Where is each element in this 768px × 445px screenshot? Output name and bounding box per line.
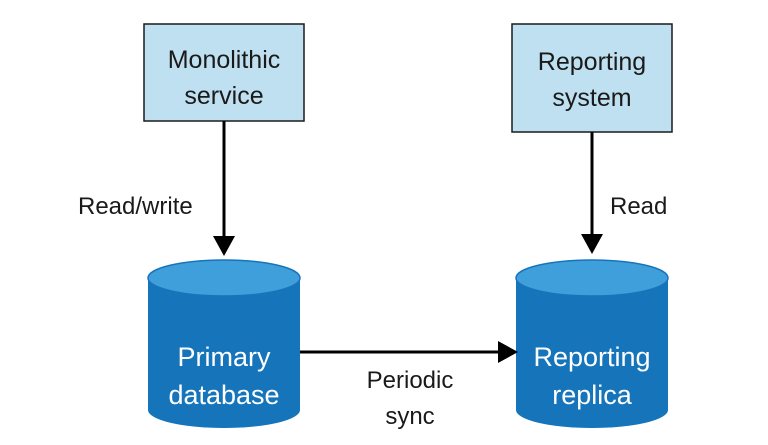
read-label: Read [610, 193, 667, 220]
periodic-sync-label-line2: sync [385, 403, 434, 430]
reporting-system-box [511, 23, 673, 133]
reporting-replica-cylinder-top [515, 259, 669, 297]
periodic-sync-label-line1: Periodic [367, 367, 454, 394]
primary-database-cylinder-top [147, 259, 301, 297]
monolithic-service-node: Monolithic service [143, 23, 305, 122]
monolithic-service-box [143, 23, 305, 122]
reporting-replica-node: Reporting replica [515, 259, 669, 428]
readwrite-arrow-head [213, 236, 235, 256]
periodic-sync-arrow [300, 341, 518, 363]
monolithic-service-label-line1: Monolithic [168, 46, 281, 74]
reporting-system-label-line1: Reporting [538, 48, 646, 76]
reporting-system-node: Reporting system [511, 23, 673, 133]
reporting-replica-cylinder-body [516, 278, 668, 428]
reporting-system-label-line2: system [552, 84, 631, 112]
primary-database-label-line1: Primary [178, 342, 271, 372]
periodic-sync-arrow-head [498, 341, 518, 363]
read-arrow-head [581, 234, 603, 254]
primary-database-label-line2: database [168, 380, 279, 410]
reporting-replica-label-line1: Reporting [533, 342, 650, 372]
readwrite-arrow [213, 121, 235, 256]
readwrite-label: Read/write [78, 193, 193, 220]
primary-database-node: Primary database [147, 259, 301, 428]
primary-database-cylinder-body [148, 278, 300, 428]
reporting-replica-label-line2: replica [552, 380, 633, 410]
read-arrow [581, 132, 603, 254]
monolithic-service-label-line2: service [184, 82, 263, 110]
